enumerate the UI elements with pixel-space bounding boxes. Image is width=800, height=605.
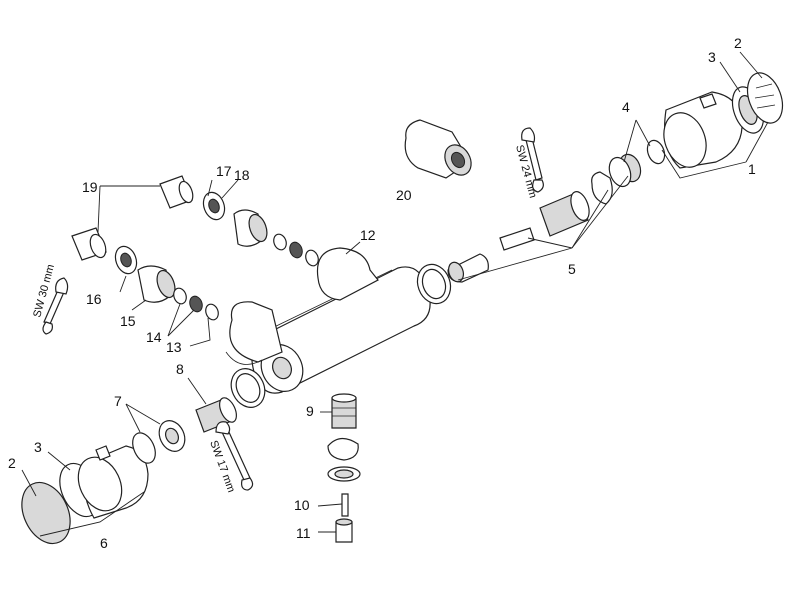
callout-7: 7 [114,393,122,409]
callout-14: 14 [146,329,162,345]
callout-20: 20 [396,187,412,203]
callout-10: 10 [294,497,310,513]
callout-16: 16 [86,291,102,307]
left-handle-assembly [21,420,186,545]
callout-1: 1 [748,161,756,177]
callout-5: 5 [568,261,576,277]
callouts: 1 2 3 4 5 6 2 3 7 8 9 10 11 12 13 14 15 … [8,35,756,551]
wrench-sw24 [521,127,544,193]
mixer-body [225,247,431,394]
callout-12: 12 [360,227,376,243]
callout-4: 4 [622,99,630,115]
part-5-cartridge [416,171,613,305]
callout-17: 17 [216,163,232,179]
callout-13: 13 [166,339,182,355]
callout-2-top: 2 [734,35,742,51]
callout-19: 19 [82,179,98,195]
callout-18: 18 [234,167,250,183]
wrench-sw30 [42,277,69,335]
callout-15: 15 [120,313,136,329]
part-20-cover [404,119,472,179]
callout-8: 8 [176,361,184,377]
callout-11: 11 [296,525,311,541]
wrench-sw17 [215,421,254,491]
callout-3-bottom: 3 [34,439,42,455]
callout-2-bottom: 2 [8,455,16,471]
callout-6: 6 [100,535,108,551]
callout-9: 9 [306,403,314,419]
bottom-parts [327,393,361,543]
wrench-labels: SW 30 mm SW 24 mm SW 17 mm [31,144,538,494]
callout-3-top: 3 [708,49,716,65]
right-handle-assembly [608,72,784,188]
left-supply-parts [71,175,319,321]
leader-lines [21,51,769,537]
